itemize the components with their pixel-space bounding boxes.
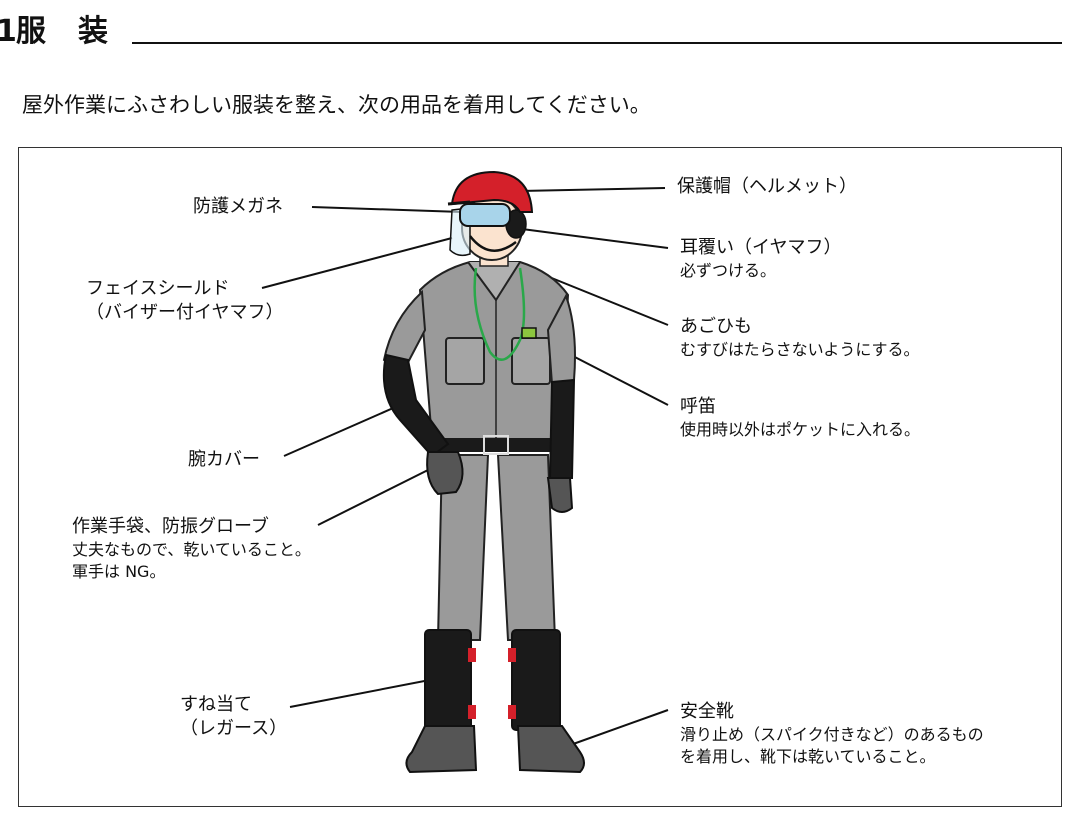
label-goggles: 防護メガネ <box>193 196 283 217</box>
label-whistle-title: 呼笛 <box>680 396 716 417</box>
belt <box>432 438 560 452</box>
label-boots: 安全靴 滑り止め（スパイク付きなど）のあるもの を着用し、靴下は乾いていること。 <box>680 700 984 768</box>
label-face-shield-sub: （バイザー付イヤマフ） <box>86 302 284 323</box>
chin-strap <box>469 235 517 252</box>
intro-text: 屋外作業にふさわしい服装を整え、次の用品を着用してください。 <box>22 93 651 117</box>
safety-boots <box>405 725 585 774</box>
whistle <box>521 327 537 339</box>
arm-cover-right <box>548 378 576 479</box>
label-boots-note2: を着用し、靴下は乾いていること。 <box>680 747 936 766</box>
legs <box>436 454 557 641</box>
label-helmet: 保護帽（ヘルメット） <box>677 176 857 197</box>
label-chin-strap-title: あごひも <box>680 316 752 337</box>
section-number: 1 <box>0 14 16 49</box>
work-jacket <box>418 261 570 441</box>
label-chin-strap-note: むすびはたらさないようにする。 <box>680 340 920 359</box>
label-face-shield: フェイスシールド （バイザー付イヤマフ） <box>86 277 283 325</box>
label-whistle-note: 使用時以外はポケットに入れる。 <box>680 420 921 439</box>
label-boots-note1: 滑り止め（スパイク付きなど）のあるもの <box>680 725 984 744</box>
label-ear-muffs-title: 耳覆い（イヤマフ） <box>680 237 842 258</box>
heading-rule <box>132 42 1062 44</box>
label-leg-guard-sub: （レガース） <box>180 718 288 739</box>
label-gloves-note1: 丈夫なもので、乾いていること。 <box>72 540 311 559</box>
helmet <box>450 170 534 213</box>
label-gloves-note2: 軍手は NG。 <box>72 562 166 581</box>
section-title-part1: 服 <box>16 14 48 49</box>
label-leg-guard-title: すね当て <box>180 694 252 715</box>
label-face-shield-title: フェイスシールド <box>86 278 230 299</box>
illustration-frame <box>18 147 1062 807</box>
label-chin-strap: あごひも むすびはたらさないようにする。 <box>680 315 920 361</box>
label-ear-muffs: 耳覆い（イヤマフ） 必ずつける。 <box>680 236 841 282</box>
label-leg-guard: すね当て （レガース） <box>180 693 287 741</box>
safety-goggles <box>459 203 511 227</box>
shin-guards <box>424 629 561 731</box>
label-arm-cover: 腕カバー <box>188 449 260 470</box>
work-glove-left <box>426 451 464 496</box>
label-boots-title: 安全靴 <box>680 701 734 722</box>
whistle-lanyard <box>473 267 526 361</box>
chest-pocket-left <box>445 337 485 385</box>
label-gloves-title: 作業手袋、防振グローブ <box>72 516 269 537</box>
arm-cover-left <box>382 353 450 458</box>
work-glove-right <box>546 477 574 513</box>
label-gloves: 作業手袋、防振グローブ 丈夫なもので、乾いていること。 軍手は NG。 <box>72 515 311 583</box>
label-whistle: 呼笛 使用時以外はポケットに入れる。 <box>680 395 920 441</box>
label-ear-muffs-note: 必ずつける。 <box>680 261 777 280</box>
section-title-part2: 装 <box>78 14 110 49</box>
section-heading: 1服装 <box>0 14 110 50</box>
